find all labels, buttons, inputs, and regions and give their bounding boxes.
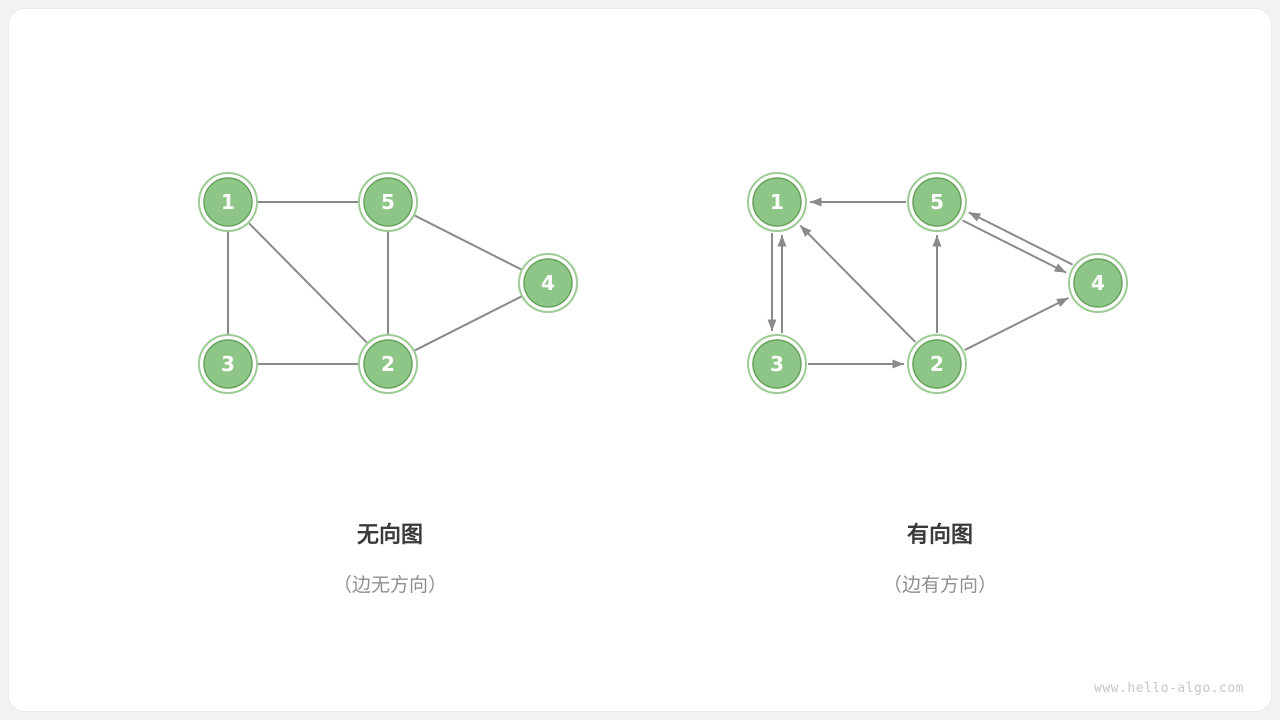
node-label: 4	[541, 271, 555, 295]
graph-node-5: 5	[358, 172, 418, 232]
node-label: 5	[381, 190, 395, 214]
graph-node-5: 5	[907, 172, 967, 232]
node-label: 2	[381, 352, 395, 376]
edge-5-4	[414, 214, 522, 271]
graph-node-3: 3	[747, 334, 807, 394]
undirected-graph: 1 5 4 3 2	[198, 172, 578, 394]
undirected-subtitle: （边无方向）	[332, 575, 447, 596]
graph-node-2: 2	[907, 334, 967, 394]
graph-node-4: 4	[1068, 253, 1128, 313]
watermark: www.hello-algo.com	[1094, 681, 1244, 696]
node-label: 1	[221, 190, 235, 214]
edge-2-4	[964, 296, 1069, 351]
graph-node-4: 4	[518, 253, 578, 313]
edge-5-4	[961, 219, 1067, 274]
directed-title: 有向图	[906, 522, 973, 547]
graph-node-1: 1	[198, 172, 258, 232]
node-label: 1	[770, 190, 784, 214]
edge-4-5	[968, 211, 1074, 266]
directed-graph: 1 5 4 3 2	[747, 172, 1128, 394]
graph-node-2: 2	[358, 334, 418, 394]
node-label: 3	[221, 352, 235, 376]
edge-1-2	[248, 222, 368, 344]
graph-node-1: 1	[747, 172, 807, 232]
graph-node-3: 3	[198, 334, 258, 394]
node-label: 4	[1091, 271, 1105, 295]
edge-2-1	[799, 224, 916, 343]
directed-subtitle: （边有方向）	[882, 575, 997, 596]
undirected-caption: 无向图 （边无方向）	[190, 522, 590, 598]
directed-caption: 有向图 （边有方向）	[740, 522, 1140, 598]
node-label: 5	[930, 190, 944, 214]
node-label: 3	[770, 352, 784, 376]
node-label: 2	[930, 352, 944, 376]
edge-2-4	[414, 295, 522, 352]
undirected-title: 无向图	[356, 522, 423, 547]
